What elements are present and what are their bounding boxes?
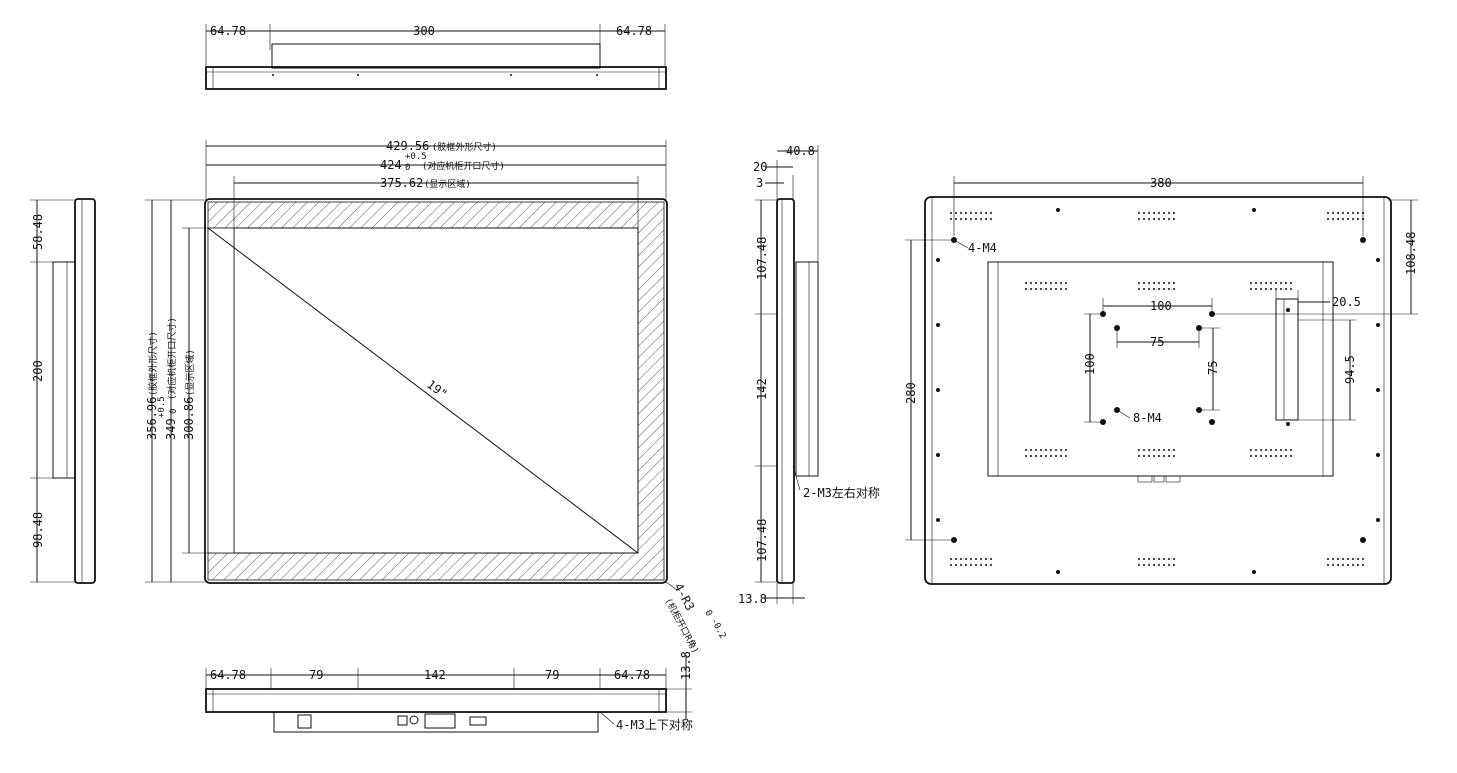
front-width-cutout: 424 xyxy=(380,158,402,172)
front-width-outer: 429.56 xyxy=(386,139,429,153)
front-width-cutout-tol-lower: 0 xyxy=(405,163,410,173)
front-height-cutout: 349 xyxy=(164,418,178,440)
rear-mount-note: 4-M4 xyxy=(968,241,997,255)
rear-vesa-note: 8-M4 xyxy=(1133,411,1162,425)
front-width-cutout-tol-upper: +0.5 xyxy=(405,152,427,162)
side-depth-a: 20 xyxy=(753,160,767,174)
bottom-dim-4: 79 xyxy=(545,668,559,682)
front-corner-radius-tol-lower: -0.2 xyxy=(708,617,727,641)
top-dim-left: 64.78 xyxy=(210,24,246,38)
bottom-view: 64.78 79 142 79 64.78 13.8 4-M3上下对称 xyxy=(205,651,693,733)
side-dim-top: 107.48 xyxy=(755,237,769,280)
rear-view: 380 108.48 280 xyxy=(904,176,1418,585)
front-width-cutout-note: (对应机柜开口尺寸) xyxy=(422,160,505,172)
side-screw-note: 2-M3左右对称 xyxy=(803,485,880,500)
top-view: 64.78 300 64.78 xyxy=(205,24,667,90)
rear-offset-20-5: 20.5 xyxy=(1332,295,1361,309)
left-side-view: 58.48 200 98.48 xyxy=(30,198,96,584)
side-dim-bottom: 107.48 xyxy=(755,519,769,562)
rear-dim-94-5: 94.5 xyxy=(1343,355,1357,384)
front-view: 429.56 (胶框外形尺寸) 424 +0.5 0 (对应机柜开口尺寸) 37… xyxy=(145,139,727,656)
left-dim-top: 58.48 xyxy=(31,214,45,250)
front-height-outer-note: (胶框外形尺寸) xyxy=(147,331,159,396)
front-height-cutout-tol-upper: +0.5 xyxy=(157,396,167,418)
rear-vesa-75-v: 75 xyxy=(1206,361,1220,375)
front-height-display: 300.86 xyxy=(182,397,196,440)
bottom-dim-3: 142 xyxy=(424,668,446,682)
rear-width-holes: 380 xyxy=(1150,176,1172,190)
rear-height-holes: 280 xyxy=(904,382,918,404)
bottom-dim-1: 64.78 xyxy=(210,668,246,682)
bottom-dim-5: 64.78 xyxy=(614,668,650,682)
left-dim-mid: 200 xyxy=(31,360,45,382)
front-corner-radius-tol-upper: 0 xyxy=(702,609,713,618)
front-width-display-note: (显示区域) xyxy=(424,178,471,190)
side-bezel-depth: 13.8 xyxy=(738,592,767,606)
bottom-height: 13.8 xyxy=(679,651,693,680)
front-width-outer-note: (胶框外形尺寸) xyxy=(432,141,497,153)
top-dim-right: 64.78 xyxy=(616,24,652,38)
left-dim-bottom: 98.48 xyxy=(31,512,45,548)
side-depth-total: 40.8 xyxy=(786,144,815,158)
right-side-view: 40.8 20 3 107.48 142 107.48 2-M3左右对称 13.… xyxy=(738,144,880,606)
bottom-dim-2: 79 xyxy=(309,668,323,682)
rear-vesa-75-h: 75 xyxy=(1150,335,1164,349)
front-height-cutout-note: (对应机柜开口尺寸) xyxy=(166,317,178,400)
rear-offset-right: 108.48 xyxy=(1404,232,1418,275)
front-height-outer: 356.96 xyxy=(145,397,159,440)
rear-vesa-100-v: 100 xyxy=(1083,353,1097,375)
rear-vesa-100: 100 xyxy=(1150,299,1172,313)
front-width-display: 375.62 xyxy=(380,176,423,190)
bottom-screw-note: 4-M3上下对称 xyxy=(616,718,693,732)
front-height-display-note: (显示区域) xyxy=(184,349,196,396)
top-dim-mid: 300 xyxy=(413,24,435,38)
side-dim-mid: 142 xyxy=(755,378,769,400)
side-depth-b: 3 xyxy=(756,176,763,190)
front-height-cutout-tol-lower: 0 xyxy=(169,409,179,414)
